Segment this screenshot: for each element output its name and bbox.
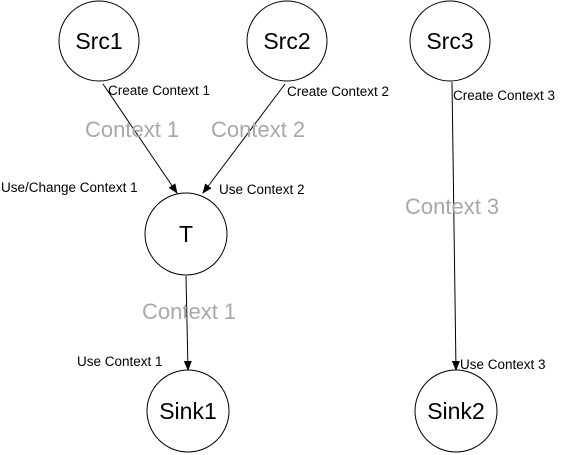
node-src2-circle xyxy=(246,0,328,82)
label-create-context-3: Create Context 3 xyxy=(453,88,555,103)
edge-src2-to-t xyxy=(202,83,286,194)
node-src2-label: Src2 xyxy=(263,28,310,54)
node-src2: Src2 xyxy=(246,0,328,82)
label-use-context-2: Use Context 2 xyxy=(219,182,305,197)
context-label-3: Context 3 xyxy=(405,194,499,219)
label-use-context-1: Use Context 1 xyxy=(77,354,163,369)
node-sink2: Sink2 xyxy=(414,369,498,453)
context-label-1-lower: Context 1 xyxy=(142,299,236,324)
label-create-context-2: Create Context 2 xyxy=(287,84,389,99)
node-t-circle xyxy=(144,192,228,276)
context-label-1-left: Context 1 xyxy=(85,117,179,142)
node-src1: Src1 xyxy=(58,0,140,82)
edge-src1-to-t xyxy=(102,83,178,194)
edge-src3-to-sink2 xyxy=(451,81,460,371)
node-src3-circle xyxy=(409,0,491,82)
node-src3: Src3 xyxy=(409,0,491,82)
label-create-context-1: Create Context 1 xyxy=(108,83,210,98)
edge-t-to-sink1 xyxy=(183,275,192,371)
node-src1-label: Src1 xyxy=(75,28,122,54)
node-sink2-circle xyxy=(414,369,498,453)
node-sink1-circle xyxy=(146,369,230,453)
context-label-2: Context 2 xyxy=(211,117,305,142)
node-sink1-label: Sink1 xyxy=(159,398,217,424)
node-src3-label: Src3 xyxy=(426,28,473,54)
node-t: T xyxy=(144,192,228,276)
node-sink1: Sink1 xyxy=(146,369,230,453)
node-t-label: T xyxy=(179,221,193,247)
label-use-context-3: Use Context 3 xyxy=(460,357,546,372)
node-sink2-label: Sink2 xyxy=(427,398,485,424)
node-src1-circle xyxy=(58,0,140,82)
label-use-change-context-1: Use/Change Context 1 xyxy=(1,180,138,195)
